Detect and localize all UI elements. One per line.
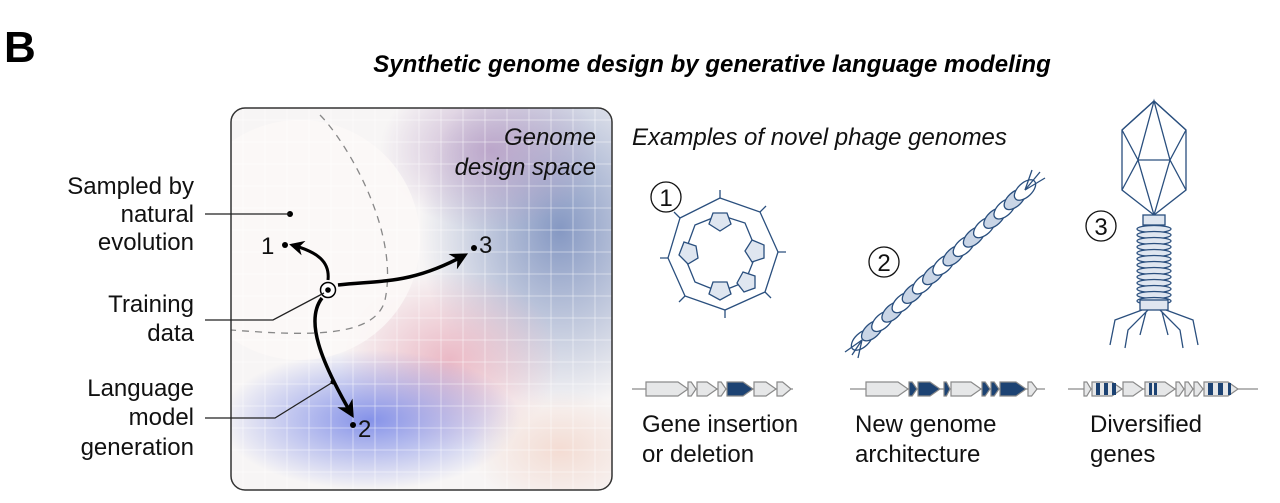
point-3-label: 3 [479, 232, 492, 259]
left-labels: Sampled by natural evolution Training da… [67, 173, 336, 461]
gene-arrow [696, 381, 719, 397]
gene-arrow [917, 381, 942, 397]
gene-arrow [908, 381, 918, 397]
label-natural: natural [121, 201, 194, 228]
gene-arrow [1203, 381, 1240, 397]
arrow-to-point-1 [289, 240, 330, 281]
examples-heading: Examples of novel phage genomes [632, 124, 1007, 151]
arrow-to-point-3 [337, 253, 469, 287]
gene-arrow [990, 381, 1000, 397]
example-2-number-circle [868, 246, 900, 278]
design-space-panel: Genome design space 1 2 3 [230, 107, 613, 491]
gene-arrow [1193, 381, 1204, 397]
gene-arrow [1144, 381, 1177, 397]
gene-arrow [1083, 381, 1092, 397]
point-3-dot [471, 245, 477, 251]
point-2-dot [350, 422, 356, 428]
gene-arrow [865, 381, 910, 397]
arrow-to-point-2 [313, 296, 354, 419]
gene-arrow [981, 381, 991, 397]
phage-3-tailed: 3 [1085, 98, 1199, 349]
gene-arrow [726, 381, 755, 397]
gene-arrow [753, 381, 778, 397]
point-1-dot [282, 242, 288, 248]
gene-arrow [950, 381, 983, 397]
point-2-label: 2 [358, 416, 371, 443]
caption-1-line1: Gene insertion [642, 411, 798, 438]
gene-arrow [687, 381, 697, 397]
label-model: model [129, 404, 194, 431]
gene-arrow [1184, 381, 1194, 397]
gene-tracks [632, 381, 1258, 397]
label-language: Language [87, 375, 194, 402]
captions: Gene insertion or deletion New genome ar… [642, 411, 1202, 468]
example-1-number: 1 [659, 185, 672, 212]
label-sampled: Sampled by [67, 173, 194, 200]
gene-arrow [943, 381, 951, 397]
label-generation: generation [81, 434, 194, 461]
gene-arrow [717, 381, 727, 397]
caption-2-line2: architecture [855, 441, 980, 468]
phage-1-icosahedral: 1 [650, 181, 786, 318]
example-3-number-circle [1085, 210, 1117, 242]
phage-2-filamentous: 2 [844, 169, 1046, 359]
gene-arrow [1027, 381, 1038, 397]
caption-2-line1: New genome [855, 411, 996, 438]
gene-arrow [1091, 381, 1124, 397]
design-space-label: Genome [504, 124, 596, 151]
caption-3-line2: genes [1090, 441, 1155, 468]
gene-arrow [1122, 381, 1145, 397]
example-3-number: 3 [1094, 214, 1107, 241]
gene-arrow [1175, 381, 1185, 397]
label-training: Training [108, 291, 194, 318]
point-1-label: 1 [261, 233, 274, 260]
gene-arrow [999, 381, 1028, 397]
example-1-number-circle [650, 181, 682, 213]
gene-arrow [645, 381, 690, 397]
caption-3-line1: Diversified [1090, 411, 1202, 438]
figure-title: Synthetic genome design by generative la… [373, 51, 1051, 78]
example-2-number: 2 [877, 250, 890, 277]
label-evolution: evolution [98, 229, 194, 256]
design-space-label-2: design space [455, 154, 596, 181]
caption-1-line2: or deletion [642, 441, 754, 468]
panel-letter: B [4, 23, 36, 72]
natural-evolution-boundary [231, 114, 389, 334]
gene-arrow [776, 381, 792, 397]
label-data: data [147, 320, 194, 347]
